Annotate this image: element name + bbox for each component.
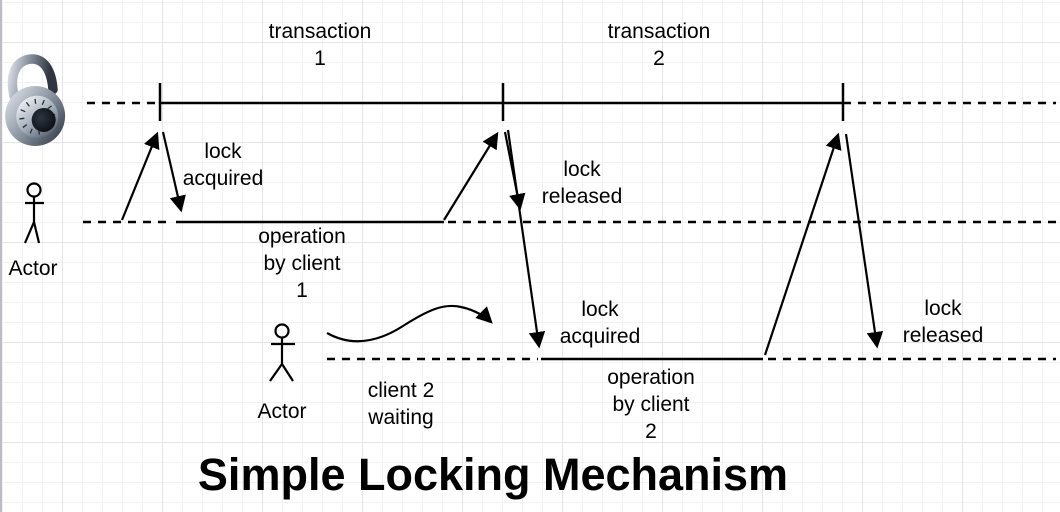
client2-waiting-curved-arrow	[326, 304, 493, 343]
client1-release-request-arrow	[443, 131, 499, 221]
client-2-waiting-label: client 2 waiting	[367, 379, 435, 429]
actor-2-figure	[269, 323, 295, 382]
operation-client-1-label: operation by client 1	[258, 225, 346, 302]
lock-acquired-1-label: lock acquired	[182, 140, 264, 190]
transaction-1-label: transaction 1	[268, 20, 372, 70]
lock-acquired-2-label: lock acquired	[559, 298, 641, 348]
lock-timeline	[87, 83, 1056, 121]
actor-1-figure	[23, 182, 44, 244]
lock-released-2-label: lock released	[902, 297, 984, 347]
lock-icon	[5, 54, 66, 146]
client1-lock-request-arrow	[120, 131, 160, 221]
diagram-title: Simple Locking Mechanism	[197, 449, 789, 500]
operation-client-2-label: operation by client 2	[607, 366, 695, 443]
message-arrows	[120, 129, 884, 356]
actor-1-label: Actor	[8, 257, 58, 280]
transaction-2-label: transaction 2	[607, 20, 711, 70]
client2-lock-acquired-arrow	[506, 129, 546, 349]
client2-release-request-arrow	[763, 132, 842, 356]
canvas-edge-line	[0, 0, 2, 512]
client1-lock-acquired-arrow	[161, 131, 186, 213]
actor-2-label: Actor	[257, 400, 307, 423]
client2-lock-released-arrow	[844, 133, 884, 349]
lock-released-1-label: lock released	[541, 158, 623, 208]
